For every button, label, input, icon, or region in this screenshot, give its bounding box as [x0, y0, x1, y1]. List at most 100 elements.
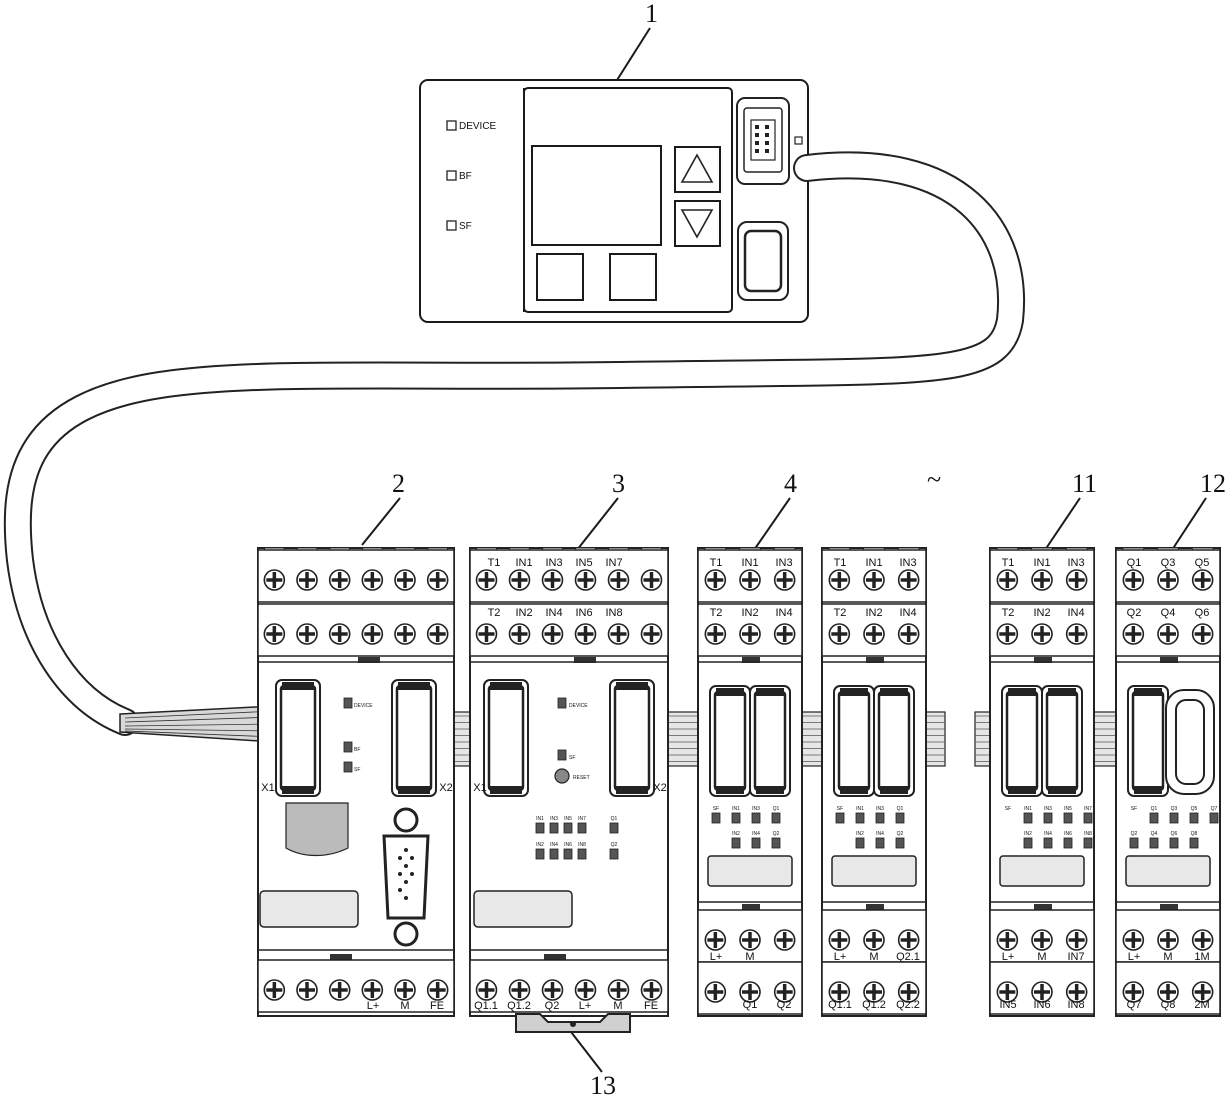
terminal-screw[interactable] — [828, 981, 851, 1003]
up-arrow-button[interactable] — [674, 146, 721, 193]
terminal-screw[interactable] — [704, 929, 727, 951]
terminal-screw[interactable] — [574, 979, 597, 1001]
terminal-screw[interactable] — [1031, 623, 1053, 645]
terminal-screw[interactable] — [897, 981, 920, 1003]
terminal-screw[interactable] — [426, 623, 449, 645]
terminal-screw[interactable] — [541, 623, 564, 645]
terminal-screw[interactable] — [897, 569, 920, 591]
terminal-screw[interactable] — [773, 569, 796, 591]
terminal-screw[interactable] — [828, 623, 851, 645]
terminal-screw[interactable] — [426, 569, 449, 591]
terminal-screw[interactable] — [263, 569, 286, 591]
terminal-screw[interactable] — [1157, 929, 1179, 951]
terminal-screw[interactable] — [1122, 623, 1145, 645]
terminal-screw[interactable] — [296, 979, 318, 1001]
terminal-screw[interactable] — [1122, 569, 1145, 591]
led-label: SF — [1131, 806, 1137, 812]
down-arrow-button[interactable] — [674, 200, 721, 247]
terminal-screw[interactable] — [1157, 623, 1179, 645]
terminal-label: M — [400, 1000, 409, 1012]
terminal-screw[interactable] — [1157, 569, 1179, 591]
terminal-screw[interactable] — [996, 929, 1019, 951]
terminal-screw[interactable] — [328, 623, 351, 645]
terminal-screw[interactable] — [1031, 929, 1053, 951]
terminal-screw[interactable] — [640, 979, 663, 1001]
terminal-screw[interactable] — [996, 569, 1019, 591]
callout-tilde: ~ — [927, 465, 941, 494]
terminal-screw[interactable] — [773, 623, 796, 645]
soft-key-right[interactable] — [609, 253, 657, 301]
terminal-screw[interactable] — [508, 569, 531, 591]
terminal-screw[interactable] — [739, 929, 761, 951]
terminal-screw[interactable] — [361, 623, 384, 645]
bus-connector — [483, 679, 529, 797]
terminal-screw[interactable] — [704, 623, 727, 645]
terminal-screw[interactable] — [1191, 929, 1214, 951]
terminal-screw[interactable] — [607, 979, 630, 1001]
terminal-screw[interactable] — [1191, 569, 1214, 591]
led-label: IN1 — [732, 806, 740, 812]
terminal-screw[interactable] — [640, 569, 663, 591]
terminal-screw[interactable] — [1191, 981, 1214, 1003]
terminal-label: FE — [644, 1000, 658, 1012]
terminal-screw[interactable] — [828, 569, 851, 591]
terminal-screw[interactable] — [996, 623, 1019, 645]
terminal-screw[interactable] — [640, 623, 663, 645]
terminal-screw[interactable] — [508, 623, 531, 645]
terminal-screw[interactable] — [897, 929, 920, 951]
terminal-screw[interactable] — [607, 623, 630, 645]
terminal-screw[interactable] — [475, 623, 498, 645]
terminal-screw[interactable] — [296, 623, 318, 645]
terminal-screw[interactable] — [1191, 623, 1214, 645]
terminal-screw[interactable] — [426, 979, 449, 1001]
leader-2 — [361, 497, 401, 546]
terminal-screw[interactable] — [739, 569, 761, 591]
terminal-screw[interactable] — [996, 981, 1019, 1003]
terminal-screw[interactable] — [263, 979, 286, 1001]
terminal-screw[interactable] — [394, 569, 416, 591]
terminal-screw[interactable] — [1031, 981, 1053, 1003]
terminal-screw[interactable] — [541, 569, 564, 591]
soft-key-left[interactable] — [536, 253, 584, 301]
terminal-screw[interactable] — [773, 929, 796, 951]
terminal-screw[interactable] — [1065, 569, 1088, 591]
terminal-screw[interactable] — [1065, 623, 1088, 645]
terminal-screw[interactable] — [541, 979, 564, 1001]
terminal-screw[interactable] — [863, 929, 885, 951]
terminal-screw[interactable] — [296, 569, 318, 591]
terminal-screw[interactable] — [1122, 981, 1145, 1003]
terminal-screw[interactable] — [1122, 929, 1145, 951]
terminal-screw[interactable] — [1065, 929, 1088, 951]
terminal-screw[interactable] — [361, 569, 384, 591]
terminal-screw[interactable] — [574, 569, 597, 591]
terminal-screw[interactable] — [704, 981, 727, 1003]
terminal-screw[interactable] — [1065, 981, 1088, 1003]
terminal-screw[interactable] — [394, 979, 416, 1001]
terminal-screw[interactable] — [863, 569, 885, 591]
reset-button[interactable] — [554, 768, 570, 784]
terminal-screw[interactable] — [361, 979, 384, 1001]
terminal-screw[interactable] — [328, 569, 351, 591]
terminal-label: IN4 — [545, 607, 562, 619]
terminal-label: Q3 — [1161, 557, 1176, 569]
terminal-screw[interactable] — [574, 623, 597, 645]
terminal-screw[interactable] — [394, 623, 416, 645]
terminal-screw[interactable] — [1157, 981, 1179, 1003]
terminal-screw[interactable] — [773, 981, 796, 1003]
terminal-screw[interactable] — [607, 569, 630, 591]
terminal-screw[interactable] — [328, 979, 351, 1001]
terminal-screw[interactable] — [863, 981, 885, 1003]
terminal-screw[interactable] — [263, 623, 286, 645]
terminal-screw[interactable] — [475, 569, 498, 591]
terminal-screw[interactable] — [508, 979, 531, 1001]
leader-3 — [576, 497, 619, 551]
terminal-screw[interactable] — [828, 929, 851, 951]
terminal-screw[interactable] — [897, 623, 920, 645]
terminal-screw[interactable] — [739, 981, 761, 1003]
terminal-screw[interactable] — [739, 623, 761, 645]
terminal-screw[interactable] — [863, 623, 885, 645]
terminal-screw[interactable] — [1031, 569, 1053, 591]
status-led — [855, 837, 865, 849]
terminal-screw[interactable] — [475, 979, 498, 1001]
terminal-screw[interactable] — [704, 569, 727, 591]
